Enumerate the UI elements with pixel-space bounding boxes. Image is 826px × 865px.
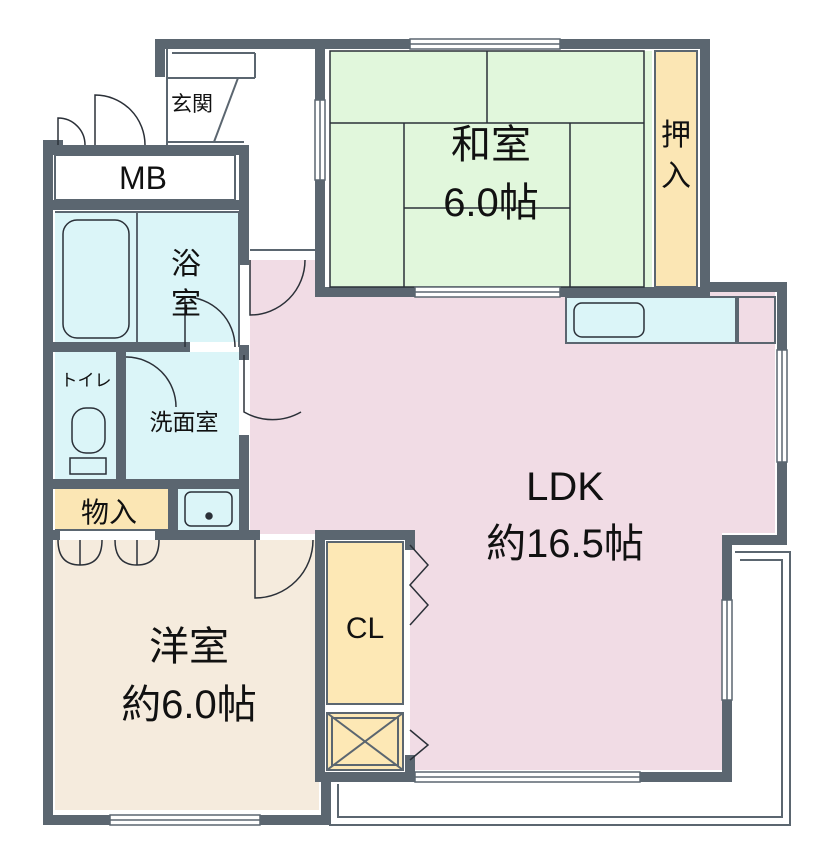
kitchen-sink <box>573 302 645 338</box>
bath-label-1: 浴 <box>171 248 201 281</box>
walls <box>43 39 787 825</box>
door-swings <box>57 94 430 761</box>
monoire-floor <box>55 488 169 530</box>
oshiire-label-1: 押 <box>661 119 691 152</box>
youshitsu-floor <box>55 540 319 810</box>
mb-label: MB <box>119 160 167 196</box>
youshitsu-size: 約6.0帖 <box>121 683 257 727</box>
washitsu-size: 6.0帖 <box>443 181 539 225</box>
windows <box>109 38 788 826</box>
mb-floor <box>55 155 235 200</box>
bathtub <box>62 219 130 339</box>
oshiire-floor <box>654 51 698 287</box>
washroom-floor <box>126 352 239 479</box>
genkan-label: 玄関 <box>171 93 213 116</box>
toilet-label: トイレ <box>61 371 112 390</box>
washroom-label: 洗面室 <box>150 409 219 435</box>
thin-lines <box>54 48 791 826</box>
toilet-tank <box>69 457 107 475</box>
ldk-size: 約16.5帖 <box>486 522 644 566</box>
fixtures <box>62 219 645 527</box>
toilet-bowl <box>71 407 106 454</box>
bath-label-2: 室 <box>171 288 201 321</box>
ldk-name: LDK <box>526 465 604 509</box>
monoire-label: 物入 <box>81 497 137 528</box>
wash-basin <box>184 491 233 527</box>
washitsu-floor <box>330 51 652 287</box>
washitsu-name: 和室 <box>451 123 531 167</box>
youshitsu-name: 洋室 <box>149 625 229 669</box>
closet-label: CL <box>346 612 384 645</box>
closet-floor <box>327 542 403 704</box>
oshiire-label-2: 入 <box>661 160 691 193</box>
ldk-floor <box>250 260 775 770</box>
